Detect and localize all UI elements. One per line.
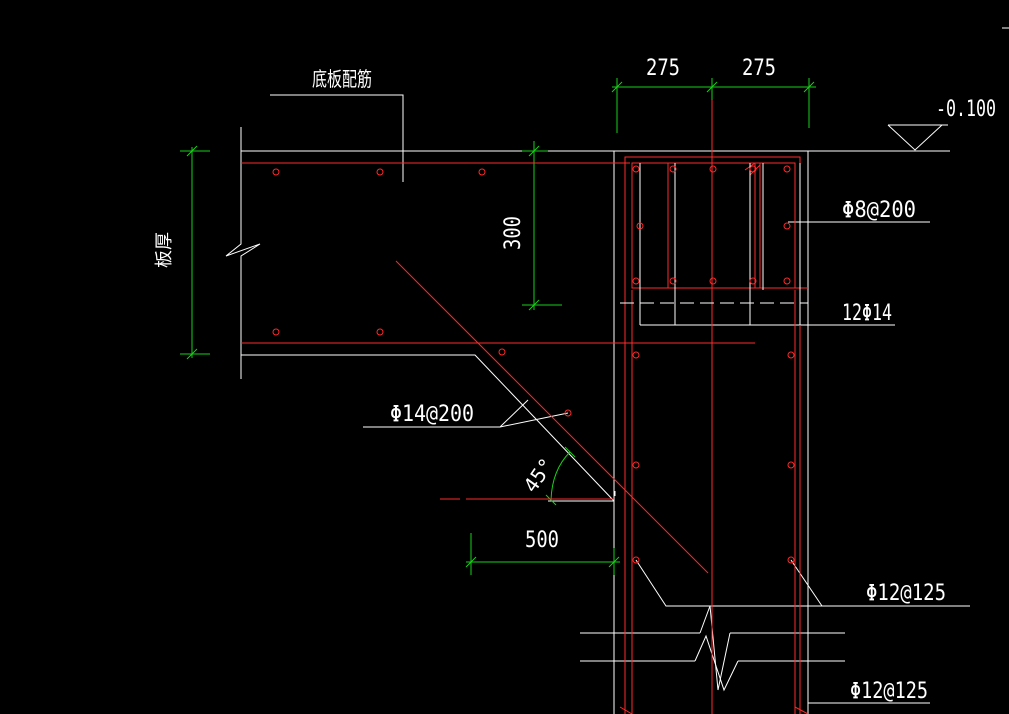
rebar <box>241 100 809 714</box>
rebar-dots <box>272 165 795 564</box>
haunch-bar-label: Φ14@200 <box>390 402 474 427</box>
top-bars-label: 12Φ14 <box>842 301 892 326</box>
dimension-right-width: 275 <box>742 56 776 81</box>
wall-bar-label-2: Φ12@125 <box>850 679 928 704</box>
dimension-depth: 300 <box>501 216 526 250</box>
dimension-lines <box>180 78 816 575</box>
dimension-left-width: 275 <box>646 56 680 81</box>
slab-reinforcement-label: 底板配筋 <box>312 67 372 91</box>
slab-thickness-label: 板厚 <box>154 232 175 268</box>
concrete-outline <box>225 27 1009 714</box>
stirrup-label: Φ8@200 <box>842 198 916 223</box>
dimension-haunch-length: 500 <box>525 528 559 553</box>
angle-label: 45° <box>518 454 558 497</box>
beam-cage-outline <box>614 163 808 496</box>
wall-bar-label-1: Φ12@125 <box>866 581 946 606</box>
annotations: 底板配筋 板厚 -0.100 275 275 300 Φ8@200 12Φ14 … <box>154 56 996 704</box>
elevation-label: -0.100 <box>936 97 996 122</box>
